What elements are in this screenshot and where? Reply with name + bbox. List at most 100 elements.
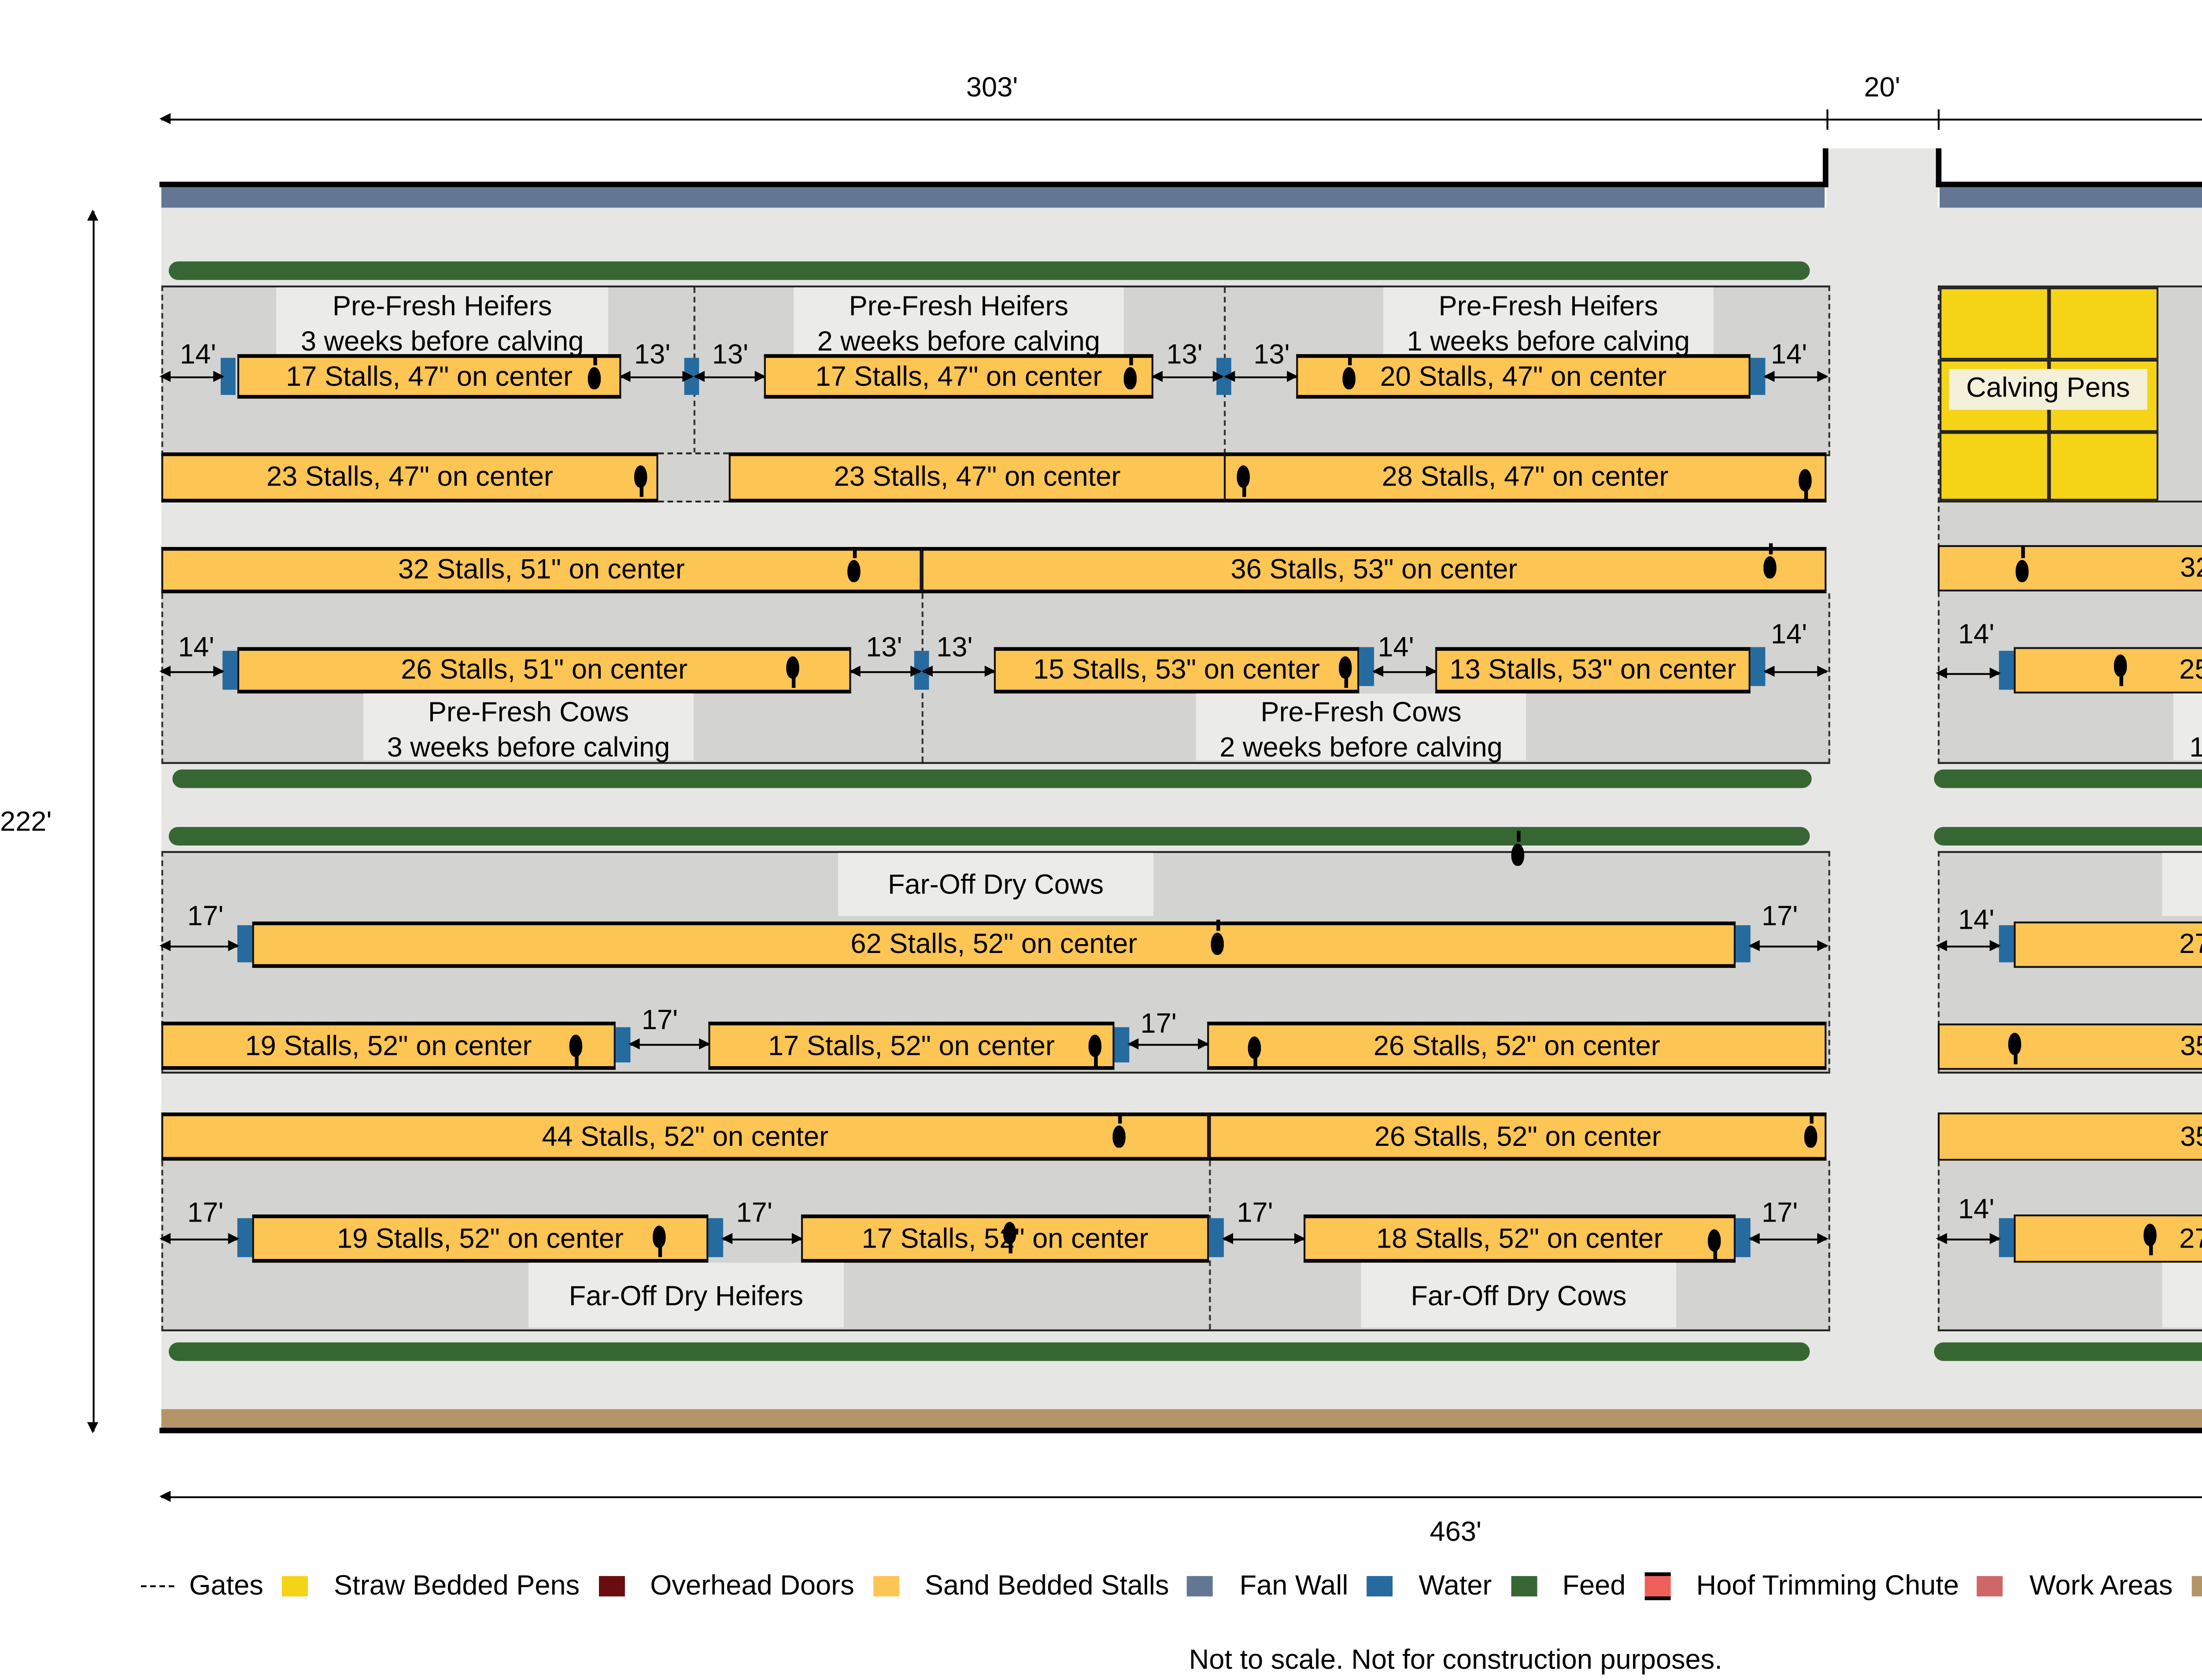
stall-row: 35 Stalls, 48" on center (1937, 1023, 2202, 1070)
legend-swatch (1644, 1572, 1670, 1600)
fan-wall-north (1940, 187, 2202, 208)
stall-row: 18 Stalls, 52" on center (1303, 1214, 1736, 1263)
cow-icon (847, 547, 861, 588)
stall-row: 36 Stalls, 53" on center (921, 547, 1827, 594)
legend-swatch (1510, 1576, 1537, 1597)
cow-icon (2113, 649, 2127, 686)
stall-row: 26 Stalls, 52" on center (1209, 1112, 1827, 1161)
gap-label: 17' (1761, 1197, 1798, 1230)
gap-label: 13' (712, 339, 749, 371)
cow-icon (1338, 651, 1352, 688)
stall-row: 32 Stalls, 52" on center (1937, 545, 2202, 592)
feed-lane (169, 827, 1810, 846)
gap-arrow (1748, 940, 1829, 951)
gap-label: 13' (634, 339, 671, 371)
group-label: Pre-Fresh Heifers 3 weeks before calving (276, 287, 609, 358)
gap-label: 13' (1166, 339, 1203, 371)
cow-icon (1511, 831, 1525, 871)
dimension-222: 222' (0, 806, 52, 838)
water-trough (1114, 1027, 1130, 1063)
top-dimension-line (159, 113, 2202, 125)
gap-arrow (849, 665, 922, 677)
cow-icon (2015, 547, 2029, 588)
gap-arrow (1127, 1038, 1209, 1050)
legend-label: Fan Wall (1239, 1570, 1349, 1602)
legend-item: Gates (137, 1570, 263, 1602)
group-name: Pre-Fresh Heifers (332, 291, 552, 323)
group-timing: 3 weeks before calving (387, 732, 670, 764)
stall-row: 27 Stalls, 48" on center (2014, 921, 2202, 968)
cow-icon (1804, 1112, 1818, 1153)
gap-arrow (721, 1233, 803, 1244)
gap-arrow (1936, 940, 2001, 951)
legend-label: Work Areas (2029, 1570, 2173, 1602)
legend-item: Overhead Doors (598, 1570, 854, 1602)
gap-label: 14' (178, 632, 214, 664)
group-label: Far-Off Dry Cows (1361, 1263, 1677, 1328)
gap-label: 13' (936, 632, 973, 664)
evaporative-cooling-pads (161, 1409, 2202, 1428)
group-timing: 2 weeks before calving (1219, 732, 1503, 764)
legend-label: Overhead Doors (650, 1570, 854, 1602)
water-trough (1359, 647, 1374, 686)
gap-arrow (1372, 665, 1437, 677)
bottom-dimension-line (159, 1491, 2202, 1502)
calving-pens-label: Calving Pens (1949, 369, 2147, 410)
stall-row: 44 Stalls, 52" on center (161, 1112, 1209, 1161)
water-trough (222, 650, 237, 690)
feed-lane (1934, 1342, 2202, 1361)
legend-swatch (282, 1576, 308, 1597)
legend-label: Water (1419, 1570, 1492, 1602)
group-label: Far-Off Dry Cows (838, 853, 1153, 916)
calving-pen (2049, 432, 2159, 501)
gap-label: 17' (641, 1005, 678, 1037)
stall-row: 15 Stalls, 53" on center (994, 647, 1360, 694)
gap-label: 17' (736, 1197, 772, 1230)
stall-row: 28 Stalls, 47" on center (1223, 452, 1827, 503)
cow-icon (1112, 1112, 1126, 1153)
gap-arrow (1936, 1233, 2001, 1244)
gap-label: 17' (1237, 1197, 1273, 1230)
legend-item: Evaporative Cooling Pads (2191, 1570, 2202, 1602)
dimension-463: 463' (1430, 1517, 1482, 1548)
dimension-20: 20' (1864, 72, 1900, 104)
center-drive-alley (1826, 148, 1938, 1409)
group-label: Pre-Fresh Cows 3 weeks before calving (363, 693, 694, 764)
water-trough (237, 925, 252, 963)
gap-label: 14' (1958, 619, 1995, 651)
water-trough (1750, 647, 1766, 686)
gap-arrow (1222, 1233, 1306, 1244)
gap-arrow (921, 665, 996, 677)
gap-arrow (159, 665, 225, 677)
gap-arrow (159, 940, 240, 951)
gap-label: 14' (1958, 1194, 1995, 1226)
stall-row: 23 Stalls, 47" on center (728, 452, 1226, 503)
gap-label: 14' (1958, 905, 1995, 937)
feed-lane (172, 769, 1812, 788)
stall-row: 19 Stalls, 52" on center (161, 1021, 616, 1070)
legend-label: Hoof Trimming Chute (1696, 1570, 1959, 1602)
gap-label: 14' (1378, 632, 1414, 664)
calving-pen (1940, 287, 2049, 360)
water-trough (1999, 650, 2014, 690)
stall-row: 32 Stalls, 51" on center (161, 547, 922, 594)
stall-row: 25 Stalls, 52" on center (2014, 647, 2202, 694)
alley-wall-left (1822, 148, 1829, 188)
footnote: Not to scale. Not for construction purpo… (1189, 1644, 1722, 1676)
group-label: Pre-Fresh Heifers 1 weeks before calving (1383, 287, 1714, 358)
gap-arrow (619, 371, 694, 382)
stall-row: 19 Stalls, 52" on center (252, 1214, 709, 1263)
cow-icon (634, 460, 647, 497)
water-trough (1750, 358, 1766, 395)
water-trough (1999, 1218, 2014, 1257)
gap-label: 14' (1771, 339, 1807, 371)
legend-swatch (1367, 1576, 1393, 1597)
dimension-303: 303' (966, 72, 1018, 104)
gap-label: 17' (1140, 1008, 1177, 1041)
gate-opening[interactable] (658, 452, 729, 503)
gap-arrow (1763, 371, 1829, 382)
legend-label: Feed (1562, 1570, 1626, 1602)
group-timing: 3 weeks before calving (300, 326, 584, 358)
